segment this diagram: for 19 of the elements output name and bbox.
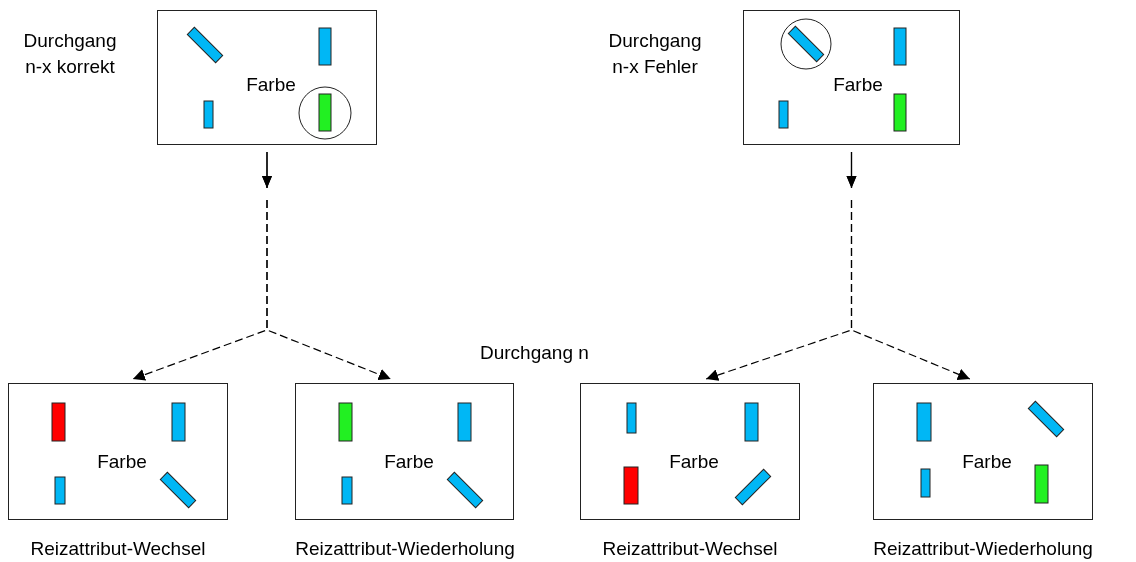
display-frame xyxy=(157,10,377,145)
attribute-label: Farbe xyxy=(669,451,719,473)
display-frame xyxy=(873,383,1093,520)
trial-label: Reizattribut-Wiederholung xyxy=(873,537,1093,561)
attribute-label: Farbe xyxy=(246,74,296,96)
display-frame xyxy=(743,10,960,145)
attribute-label: Farbe xyxy=(833,74,883,96)
trial-label: Reizattribut-Wechsel xyxy=(602,537,778,561)
display-frame xyxy=(580,383,800,520)
trial-label: Reizattribut-Wechsel xyxy=(30,537,206,561)
trial-label: Durchgang n xyxy=(480,342,589,364)
trial-label: Reizattribut-Wiederholung xyxy=(295,537,515,561)
trial-label: Durchgang n-x korrekt xyxy=(22,29,118,79)
display-frame xyxy=(295,383,514,520)
attribute-label: Farbe xyxy=(384,451,434,473)
display-frame xyxy=(8,383,228,520)
attribute-label: Farbe xyxy=(97,451,147,473)
trial-label: Durchgang n-x Fehler xyxy=(607,29,703,79)
attribute-label: Farbe xyxy=(962,451,1012,473)
